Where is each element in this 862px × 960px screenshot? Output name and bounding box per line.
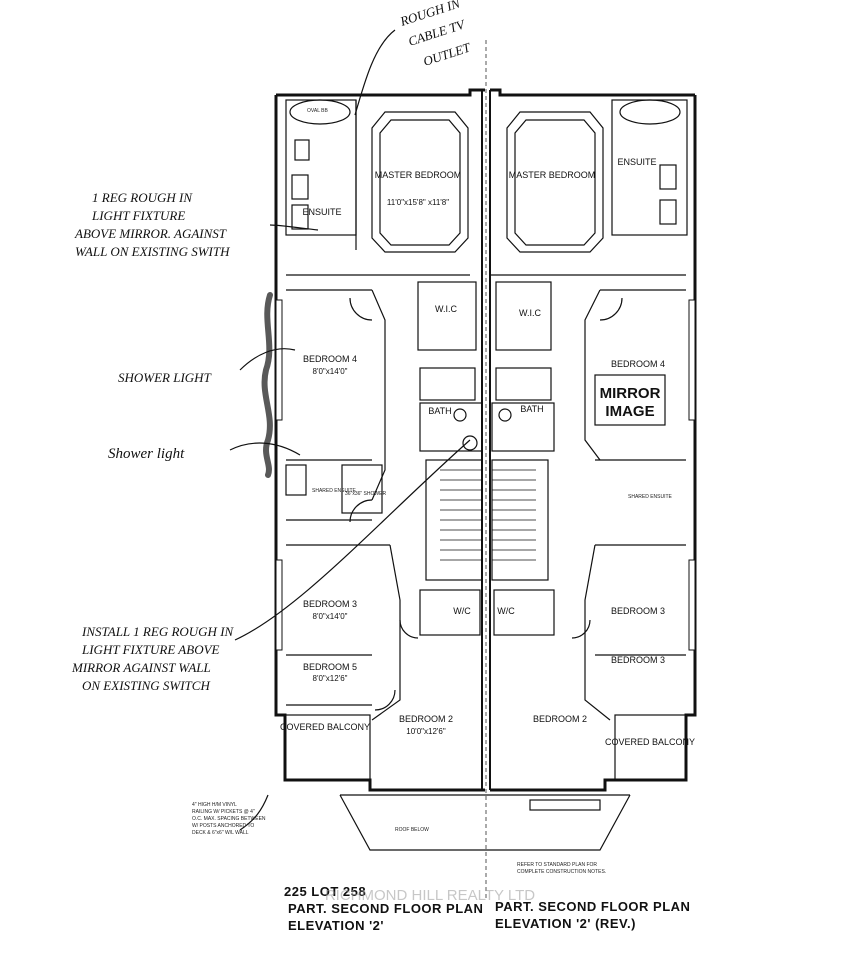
install-note-line2: LIGHT FIXTURE ABOVE [81,642,220,657]
left-bedroom2-label: BEDROOM 2 [399,714,453,724]
left-bath-label: BATH [428,406,451,416]
right-covered-balcony-label: COVERED BALCONY [605,737,695,747]
watermark: RICHMOND HILL REALTY LTD [325,887,535,904]
railing-note-line5: DECK & 6"x6" W/L WALL [192,830,249,836]
tape-scribble [261,292,273,478]
title-block: 225 LOT 258 PART. SECOND FLOOR PLAN ELEV… [284,884,690,933]
left-labels: OVAL BB ENSUITE MASTER BEDROOM 11'0"x15'… [280,108,471,736]
railing-note-line1: 4" HIGH H/M VINYL [192,802,237,808]
right-title-line1: PART. SECOND FLOOR PLAN [495,899,690,914]
exterior-walls [274,40,697,900]
railing-note-line3: O.C. MAX. SPACING BETWEEN [192,816,266,822]
leader-lines [229,29,471,831]
right-bedroom4-label: BEDROOM 4 [611,359,665,369]
left-shower-label: 36"x36" SHOWER [345,491,386,497]
left-title-line1: PART. SECOND FLOOR PLAN [288,901,483,916]
light-note-line2: LIGHT FIXTURE [91,208,185,223]
railing-note-line2: RAILING W/ PICKETS @ 4" [192,809,255,815]
roof-below-area [339,794,631,851]
cable-note-line3: OUTLET [421,39,472,68]
roof-below-label: ROOF BELOW [395,827,429,833]
right-wic-label: W.I.C [519,308,541,318]
shower-light-note-2: Shower light [108,446,185,462]
left-bedroom4-dim: 8'0"x14'0" [313,367,348,376]
railing-note-line4: W/ POSTS ANCHORED TO [192,823,254,829]
shower-light-note-1: SHOWER LIGHT [118,370,212,385]
light-note-line3: ABOVE MIRROR. AGAINST [74,226,227,241]
standard-note-line1: REFER TO STANDARD PLAN FOR [517,862,597,868]
light-note-line4: WALL ON EXISTING SWITH [75,244,230,259]
standard-note-line2: COMPLETE CONSTRUCTION NOTES. [517,869,606,875]
left-bedroom5-dim: 8'0"x12'6" [313,674,348,683]
install-note-line1: INSTALL 1 REG ROUGH IN [81,624,235,639]
right-ensuite-label: ENSUITE [617,157,656,167]
right-master-bedroom-label: MASTER BEDROOM [509,170,596,180]
left-bedroom3-dim: 8'0"x14'0" [313,612,348,621]
light-note-line1: 1 REG ROUGH IN [92,190,193,205]
right-labels: MASTER BEDROOM ENSUITE W.I.C BEDROOM 4 M… [497,157,695,747]
right-title-line2: ELEVATION '2' (REV.) [495,916,636,931]
left-wc-label: W/C [453,606,471,616]
right-shared-ensuite-label: SHARED ENSUITE [628,494,673,500]
left-bedroom4-label: BEDROOM 4 [303,354,357,364]
right-unit [490,99,696,781]
left-master-dim: 11'0"x15'8" x11'8" [387,198,449,207]
left-covered-balcony-label: COVERED BALCONY [280,722,370,732]
right-bedroom2-label: BEDROOM 2 [533,714,587,724]
left-title-line2: ELEVATION '2' [288,918,384,933]
right-bath-label: BATH [520,404,543,414]
install-note-line4: ON EXISTING SWITCH [82,678,210,693]
right-wc-label: W/C [497,606,515,616]
install-note-line3: MIRROR AGAINST WALL [71,660,211,675]
right-bedroom3b-label: BEDROOM 3 [611,655,665,665]
right-stair-treads [492,469,536,561]
lot-title: 225 LOT 258 [284,884,366,899]
left-stair-treads [440,469,482,561]
mirror-image-line2: IMAGE [605,403,654,420]
left-bedroom5-label: BEDROOM 5 [303,662,357,672]
mirror-image-line1: MIRROR [600,385,661,402]
left-oval-tub-label: OVAL BB [307,108,329,114]
left-wic-label: W.I.C [435,304,457,314]
left-master-bedroom-label: MASTER BEDROOM [375,170,462,180]
left-bedroom2-dim: 10'0"x12'6" [406,727,446,736]
right-bedroom3a-label: BEDROOM 3 [611,606,665,616]
handwritten-notes: ROUGH IN CABLE TV OUTLET 1 REG ROUGH IN … [71,0,473,836]
left-unit [275,99,483,781]
left-shared-ensuite-label: SHARED ENSUITE [312,488,357,494]
left-ensuite-label: ENSUITE [302,207,341,217]
left-bedroom3-label: BEDROOM 3 [303,599,357,609]
